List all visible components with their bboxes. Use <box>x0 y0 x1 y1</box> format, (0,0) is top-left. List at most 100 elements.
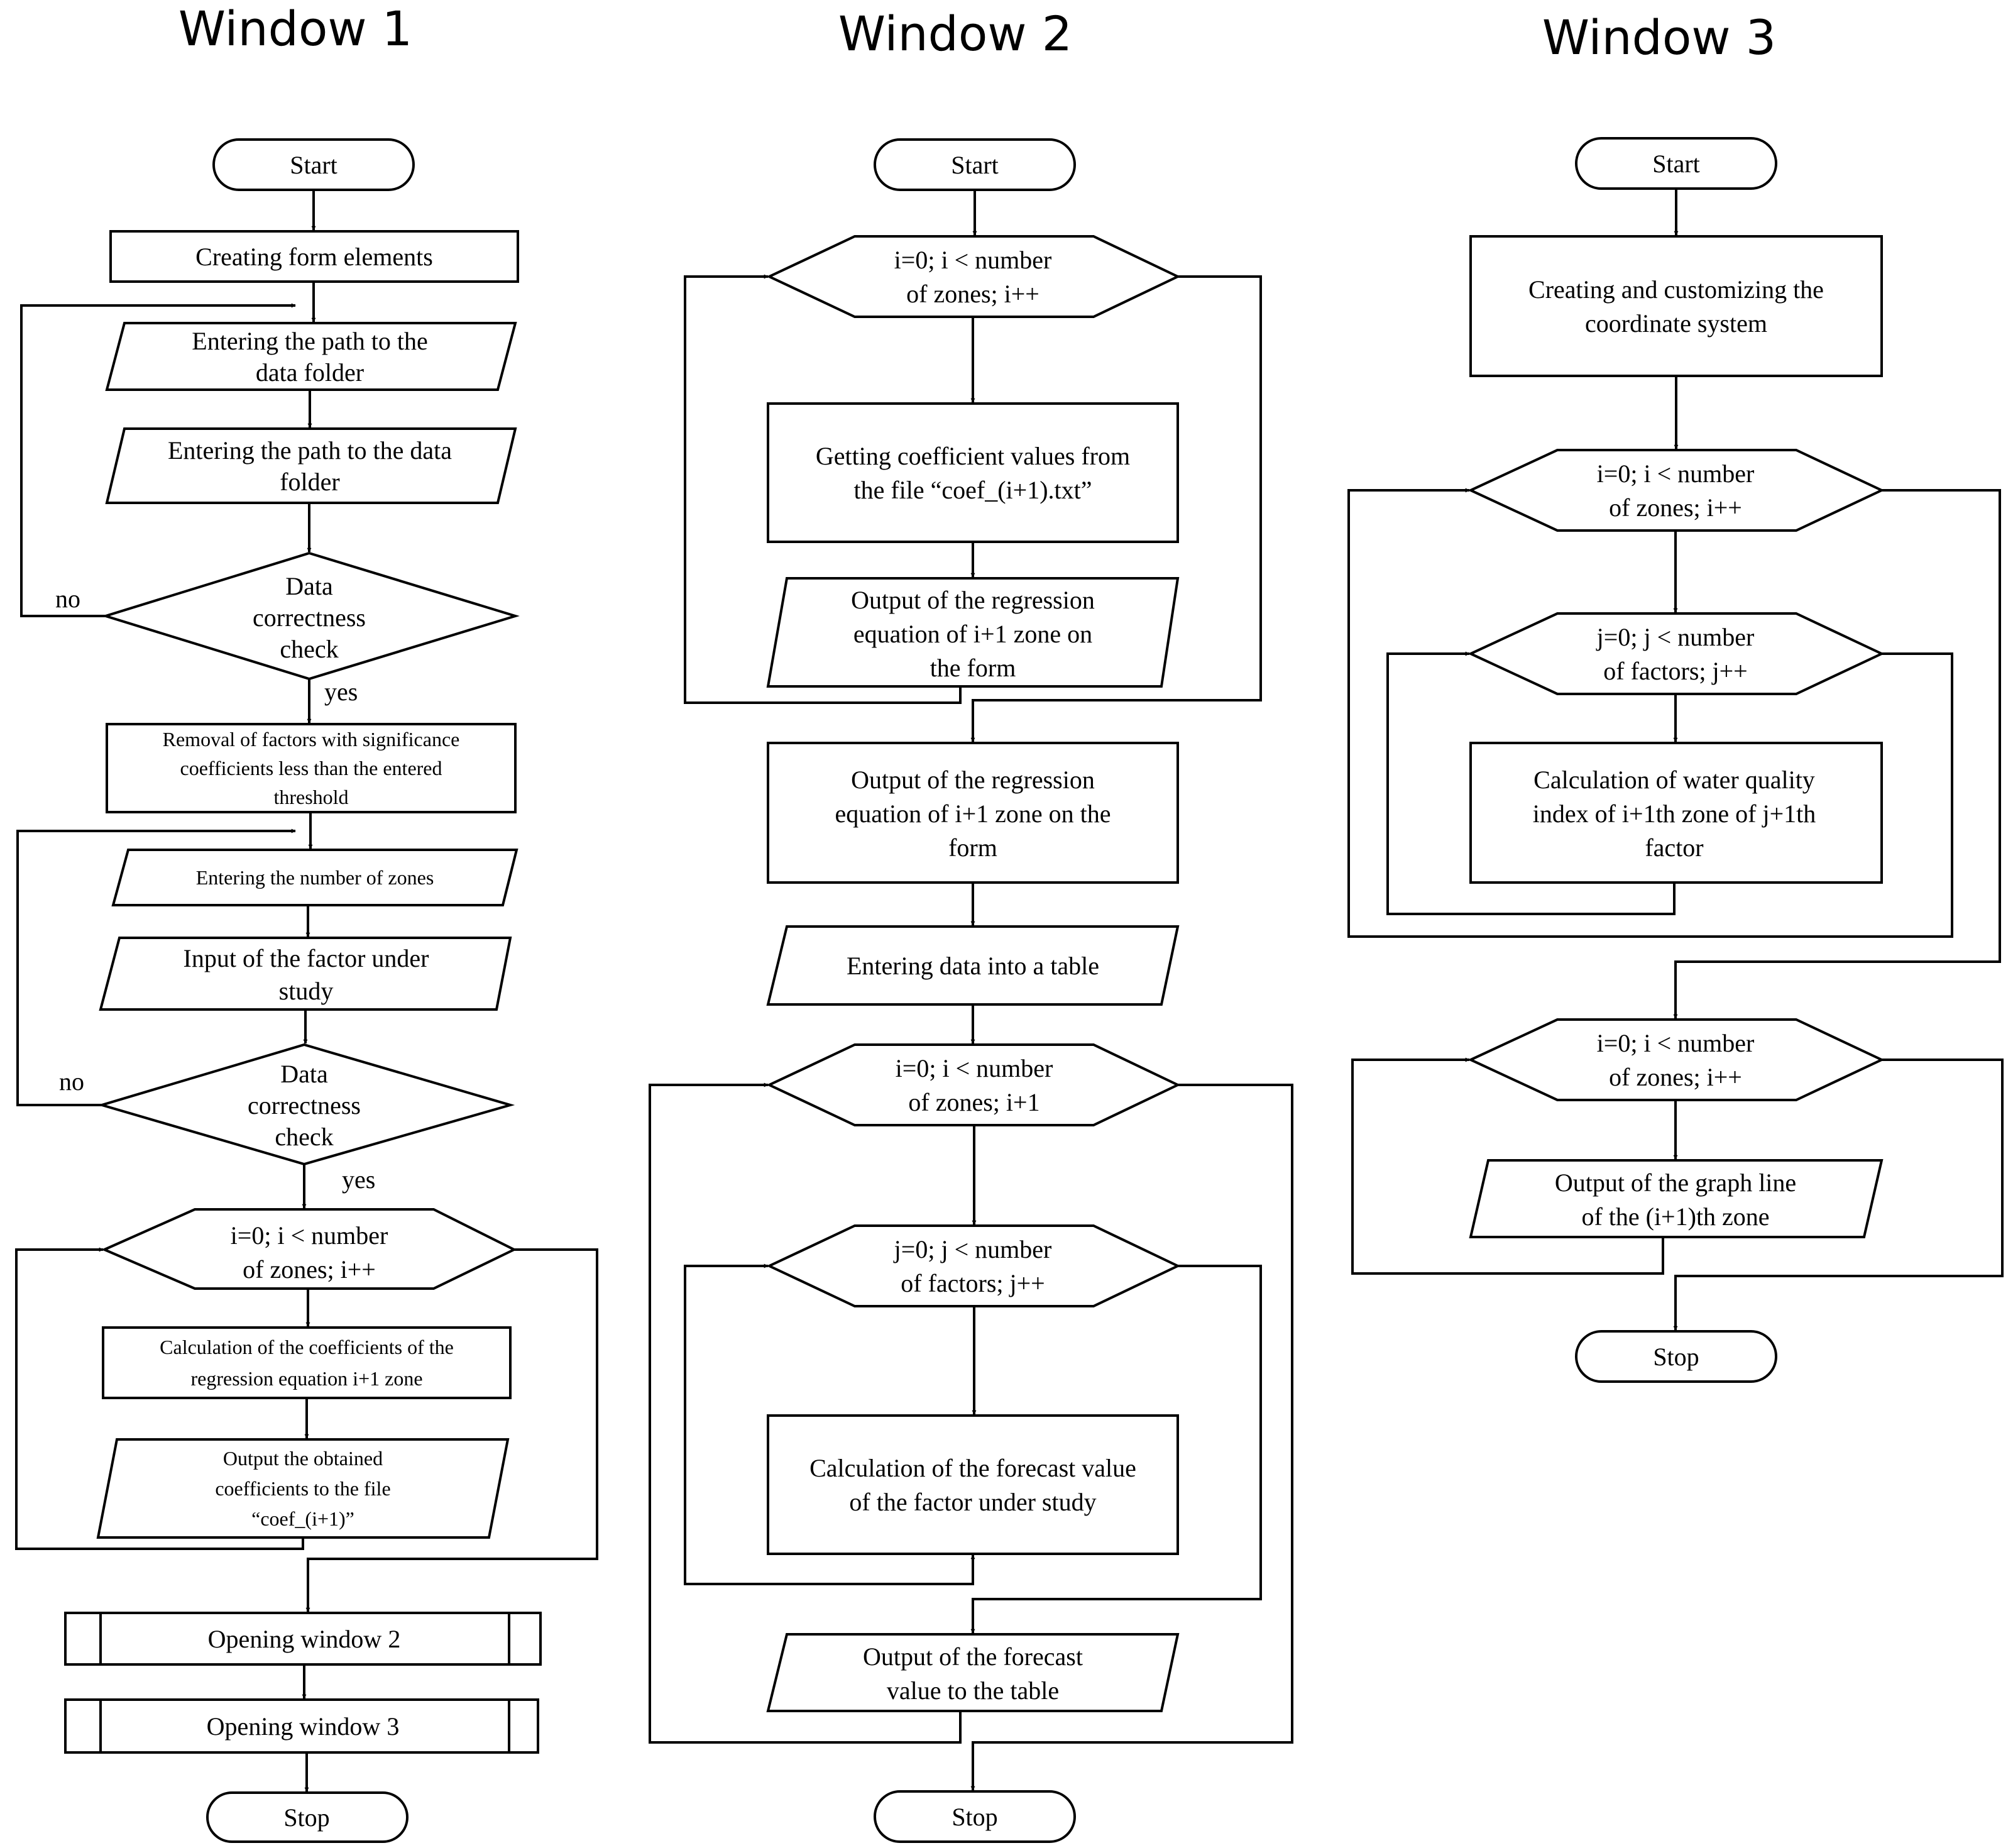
label-line: check <box>275 1123 333 1151</box>
label-line: correctness <box>253 603 366 632</box>
label-line: Opening window 2 <box>208 1625 401 1653</box>
label-line: of the factor under study <box>849 1488 1096 1516</box>
label-line: of zones; i++ <box>906 280 1039 308</box>
label-line: Calculation of the coefficients of the <box>160 1336 454 1358</box>
window3-title: Window 3 <box>1542 9 1776 65</box>
label-line: regression equation i+1 zone <box>190 1367 422 1390</box>
label-line: Calculation of water quality <box>1533 766 1815 794</box>
label-line: i=0; i < number <box>1597 459 1755 488</box>
label-line: i=0; i < number <box>231 1221 388 1250</box>
label-line: of zones; i++ <box>1609 493 1742 522</box>
w1-calc-coef: Calculation of the coefficients of the re… <box>102 1326 512 1399</box>
label-line: of zones; i++ <box>1609 1063 1742 1091</box>
w2-loop-3-label: j=0; j < number of factors; j++ <box>893 1235 1052 1297</box>
label-line: Getting coefficient values from <box>816 442 1130 470</box>
label-line: i=0; i < number <box>896 1054 1053 1082</box>
w3-stop-label: Stop <box>1653 1343 1699 1371</box>
w2-loop-1: i=0; i < number of zones; i++ <box>766 235 1181 318</box>
w1-start: Start <box>212 138 415 191</box>
window1-title: Window 1 <box>178 1 412 57</box>
w1-enter-zones-label: Entering the number of zones <box>196 866 434 889</box>
label-line: of factors; j++ <box>901 1269 1045 1297</box>
label-line: data folder <box>256 358 364 387</box>
w1-start-label: Start <box>290 151 337 179</box>
label-line: Output of the regression <box>851 766 1095 794</box>
label-line: Entering the number of zones <box>196 866 434 889</box>
label-line: Data <box>280 1060 328 1088</box>
w1-yes-1: yes <box>324 678 358 706</box>
w1-enter-path-2-label: Entering the path to the data folder <box>168 436 452 496</box>
label-line: Creating form elements <box>195 243 433 271</box>
label-line: coefficients to the file <box>215 1477 390 1500</box>
w1-calc-coef-label: Calculation of the coefficients of the re… <box>160 1336 454 1390</box>
w2-loop-2: i=0; i < number of zones; i+1 <box>766 1043 1181 1126</box>
label-line: index of i+1th zone of j+1th <box>1533 800 1816 828</box>
w2-loop-3: j=0; j < number of factors; j++ <box>766 1224 1181 1307</box>
label-line: equation of i+1 zone on the <box>835 800 1111 828</box>
label-line: of zones; i++ <box>243 1255 376 1284</box>
label-line: Opening window 3 <box>207 1712 400 1741</box>
w2-start-label: Start <box>951 151 999 179</box>
w1-loop: i=0; i < number of zones; i++ <box>101 1208 517 1290</box>
w1-no-2: no <box>59 1067 84 1096</box>
w2-loop-1-label: i=0; i < number of zones; i++ <box>894 246 1052 308</box>
w1-connectors <box>15 190 598 1792</box>
w2-stop: Stop <box>874 1790 1076 1843</box>
label-line: factor <box>1645 833 1703 862</box>
label-line: threshold <box>273 786 348 808</box>
w2-start: Start <box>874 138 1076 191</box>
label-line: coordinate system <box>1585 309 1767 338</box>
w1-stop-label: Stop <box>283 1803 329 1832</box>
w2-output-eq-1-label: Output of the regression equation of i+1 … <box>851 586 1095 682</box>
w1-create-form: Creating form elements <box>109 230 519 283</box>
w3-connectors <box>1347 189 2004 1331</box>
label-line: the form <box>930 654 1016 682</box>
w2-output-eq-2: Output of the regression equation of i+1 … <box>767 742 1179 884</box>
label-line: Entering the path to the data <box>168 436 452 465</box>
label-line: Removal of factors with significance <box>163 728 460 751</box>
w3-stop: Stop <box>1575 1330 1777 1383</box>
label-line: folder <box>280 468 340 496</box>
label-line: check <box>280 635 338 663</box>
w2-loop-2-label: i=0; i < number of zones; i+1 <box>896 1054 1053 1116</box>
w1-open-w3-label: Opening window 3 <box>207 1712 400 1741</box>
label-line: equation of i+1 zone on <box>853 620 1092 648</box>
w1-open-w2-label: Opening window 2 <box>208 1625 401 1653</box>
label-line: “coef_(i+1)” <box>251 1507 354 1530</box>
label-line: i=0; i < number <box>894 246 1052 274</box>
w1-loop-label: i=0; i < number of zones; i++ <box>231 1221 388 1284</box>
label-line: Output of the regression <box>851 586 1095 614</box>
w2-stop-label: Stop <box>952 1803 997 1831</box>
label-line: j=0; j < number <box>893 1235 1052 1263</box>
label-line: of zones; i+1 <box>908 1088 1039 1116</box>
w3-create-coord: Creating and customizing the coordinate s… <box>1469 235 1883 377</box>
label-line: Creating and customizing the <box>1528 275 1824 304</box>
w3-loop-1: i=0; i < number of zones; i++ <box>1467 449 1885 532</box>
w3-start: Start <box>1575 137 1777 190</box>
w2-enter-table-label: Entering data into a table <box>847 952 1099 980</box>
window2-title: Window 2 <box>838 6 1072 62</box>
label-line: of the (i+1)th zone <box>1581 1202 1769 1231</box>
label-line: form <box>948 833 997 862</box>
w2-connectors <box>649 190 1293 1791</box>
label-line: study <box>279 977 334 1005</box>
w1-open-w2: Opening window 2 <box>64 1612 542 1666</box>
label-line: Entering data into a table <box>847 952 1099 980</box>
w1-yes-2: yes <box>342 1165 375 1194</box>
label-line: of factors; j++ <box>1603 657 1748 685</box>
